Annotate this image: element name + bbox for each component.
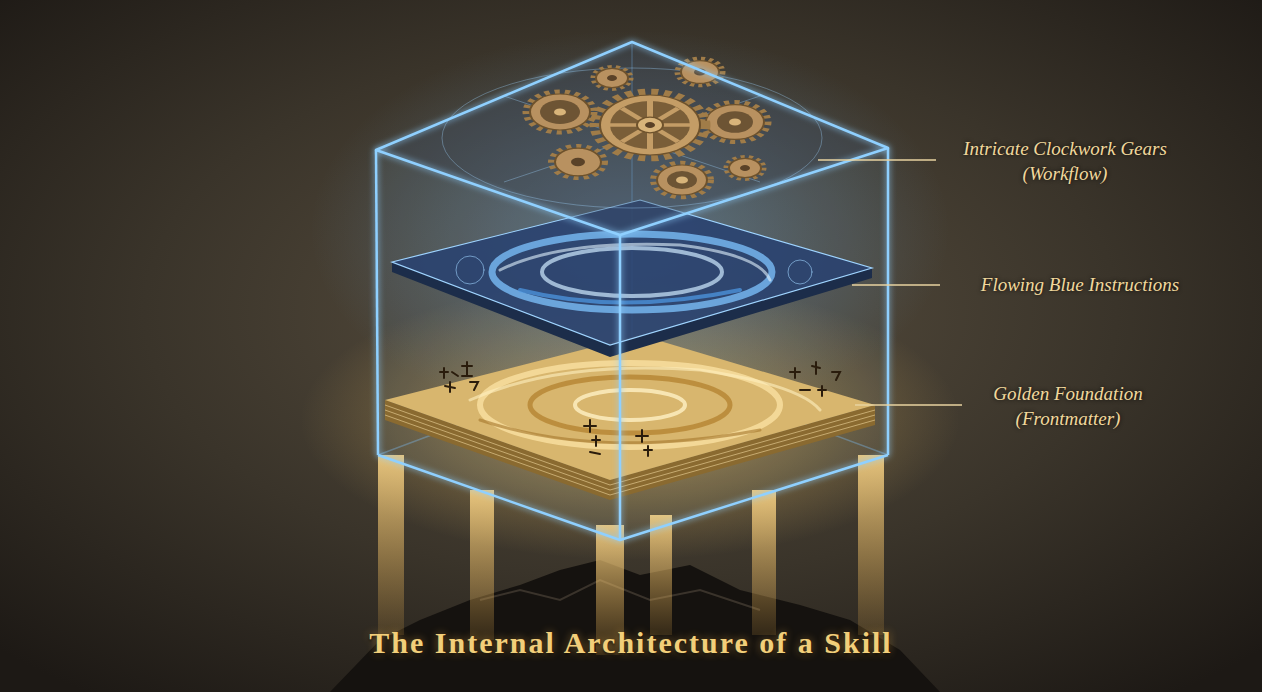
diagram-title: The Internal Architecture of a Skill	[0, 626, 1262, 660]
callout-label: Intricate Clockwork Gears (Workflow)	[942, 136, 1188, 186]
callout-label: Golden Foundation (Frontmatter)	[966, 381, 1170, 431]
callout-label: Flowing Blue Instructions	[945, 272, 1215, 297]
